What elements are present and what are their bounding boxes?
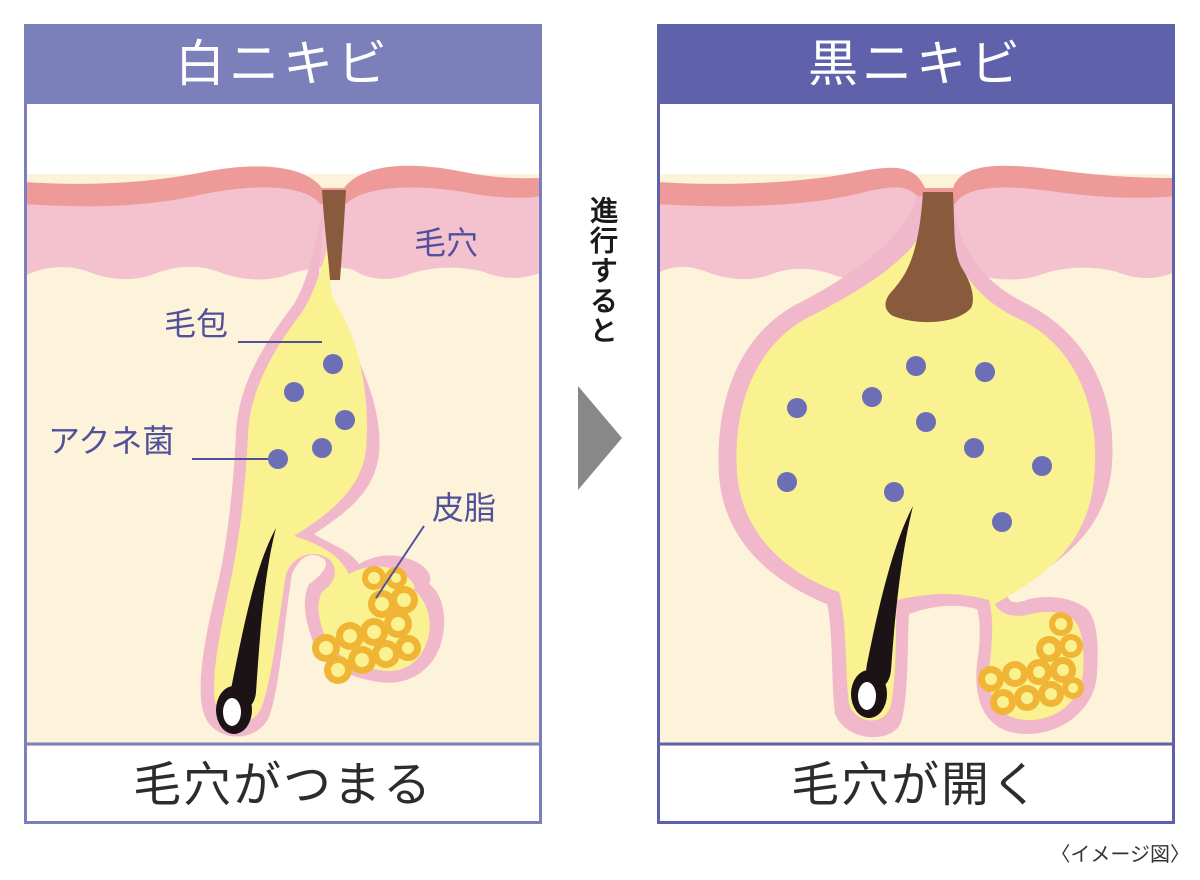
air-area bbox=[657, 104, 1175, 174]
image-caption: 〈イメージ図〉 bbox=[1050, 842, 1190, 866]
hair-bulb-highlight bbox=[223, 698, 241, 726]
whitehead-panel: 白ニキビ bbox=[24, 24, 542, 824]
hair-bulb-highlight bbox=[858, 682, 876, 710]
air-area bbox=[24, 104, 542, 174]
blackhead-panel: 黒ニキビ bbox=[657, 24, 1175, 824]
blackhead-footer: 毛穴が開く bbox=[790, 757, 1041, 813]
sebum-label: 皮脂 bbox=[432, 489, 497, 527]
blackhead-illustration bbox=[657, 104, 1175, 746]
bacteria-label: アクネ菌 bbox=[48, 422, 175, 460]
follicle-label: 毛包 bbox=[164, 305, 229, 343]
progression-text: 進行すると bbox=[586, 196, 619, 346]
whitehead-title: 白ニキビ bbox=[24, 24, 542, 104]
whitehead-footer: 毛穴がつまる bbox=[132, 757, 433, 813]
blackhead-title: 黒ニキビ bbox=[657, 24, 1175, 104]
progression-arrow-icon bbox=[578, 386, 622, 490]
pore-label: 毛穴 bbox=[414, 224, 479, 262]
